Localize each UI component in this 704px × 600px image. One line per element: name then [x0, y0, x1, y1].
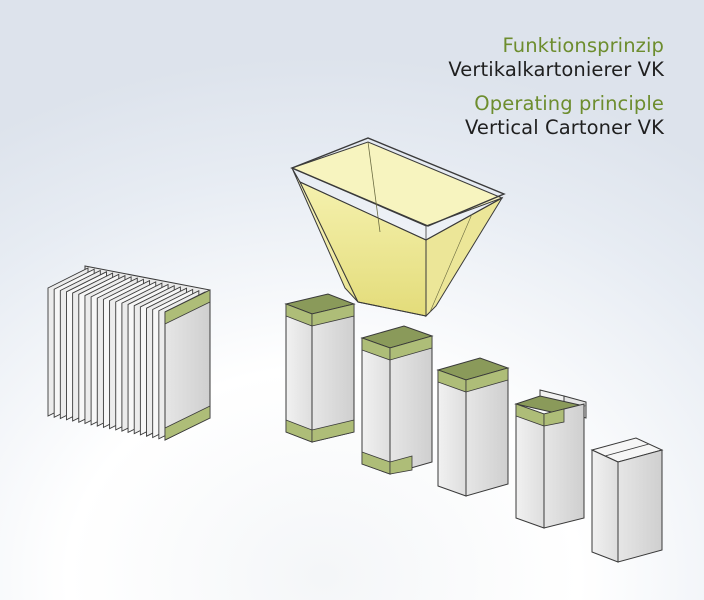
carton-step-1: [284, 293, 356, 443]
blank-stack-band-bottom: [164, 405, 211, 441]
carton-step-2: [360, 325, 434, 475]
caption-en-title: Operating principle: [474, 92, 664, 115]
carton-step-3: [436, 357, 510, 497]
caption-en-subtitle: Vertical Cartoner VK: [464, 116, 664, 139]
caption-de-subtitle: Vertikalkartonierer VK: [448, 58, 664, 81]
flat-blank-stack: [47, 265, 211, 441]
caption-block: Funktionsprinzip Vertikalkartonierer VK …: [448, 34, 664, 140]
filling-hopper: [290, 137, 506, 318]
caption-de-title: Funktionsprinzip: [502, 34, 664, 57]
carton-step-4: [514, 389, 587, 529]
carton-step-5: [590, 437, 664, 563]
blank-stack-band-top: [164, 289, 211, 325]
hopper-rim: [290, 137, 506, 227]
